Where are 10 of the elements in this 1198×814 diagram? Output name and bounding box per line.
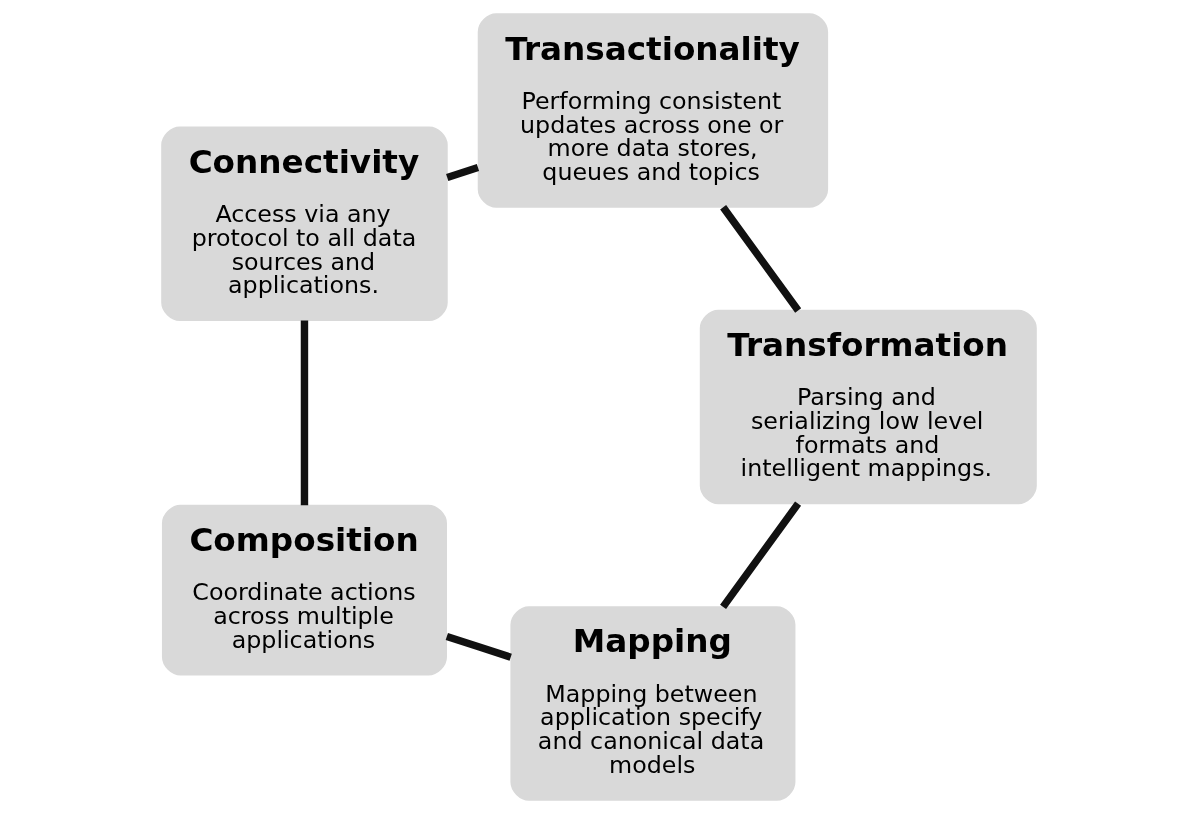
node-box: Connectivity Access via any protocol to all data sources and applications.	[161, 126, 448, 322]
connector	[720, 501, 802, 610]
connector	[445, 632, 512, 661]
connector	[720, 205, 802, 313]
connector	[300, 320, 309, 506]
connector	[446, 163, 480, 181]
node-box: Mapping Mapping between application specify and canonical data models	[510, 606, 796, 801]
node-box: Transformation Parsing and serializing low level formats and intelligent mappings.	[699, 309, 1037, 505]
node-box: Transactionality Performing consistent updates across one or more data stores, queues and topics	[477, 13, 829, 208]
node-box: Composition Coordinate actions across multiple applications	[161, 504, 447, 676]
